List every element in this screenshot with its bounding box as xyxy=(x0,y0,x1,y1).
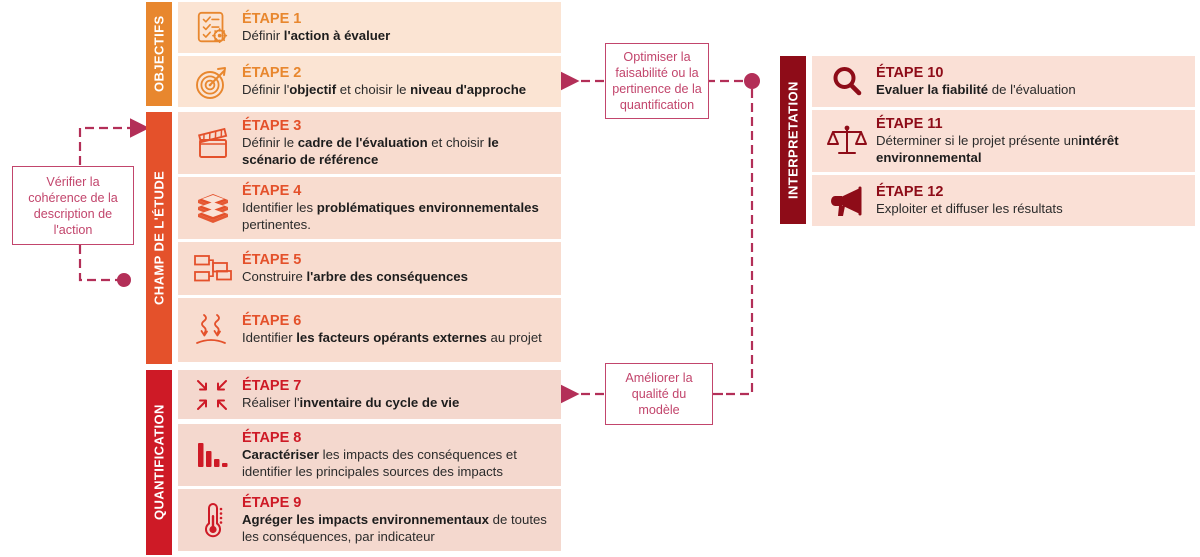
step-text: ÉTAPE 11 Déterminer si le projet présent… xyxy=(874,116,1185,166)
callout-coherence[interactable]: Vérifier la cohérence de la description … xyxy=(12,166,134,245)
step-text: ÉTAPE 1 Définir l'action à évaluer xyxy=(240,11,551,45)
step-card-12[interactable]: ÉTAPE 12 Exploiter et diffuser les résul… xyxy=(812,175,1195,226)
callout-optimiser-text: Optimiser la faisabilité ou la pertinenc… xyxy=(612,50,702,112)
scales-balance-icon xyxy=(820,114,874,168)
step-description: Caractériser les impacts des conséquence… xyxy=(242,447,517,479)
phase-band-interpretation-label: INTERPRETATION xyxy=(785,81,801,199)
thermometer-icon xyxy=(186,493,240,547)
magnifier-icon xyxy=(820,60,874,103)
step-card-5[interactable]: ÉTAPE 5 Construire l'arbre des conséquen… xyxy=(178,242,561,295)
step-card-1[interactable]: ÉTAPE 1 Définir l'action à évaluer xyxy=(178,2,561,53)
step-card-9[interactable]: ÉTAPE 9 Agréger les impacts environnemen… xyxy=(178,489,561,551)
step-number: ÉTAPE 10 xyxy=(876,64,944,81)
phase-band-champ-de-letude: CHAMP DE L'ÉTUDE xyxy=(146,112,172,364)
step-card-4[interactable]: ÉTAPE 4 Identifier les problématiques en… xyxy=(178,177,561,239)
phase-band-interpretation: INTERPRETATION xyxy=(780,56,806,224)
step-number: ÉTAPE 6 xyxy=(242,313,302,330)
step-card-6[interactable]: ÉTAPE 6 Identifier les facteurs opérants… xyxy=(178,298,561,362)
step-card-11[interactable]: ÉTAPE 11 Déterminer si le projet présent… xyxy=(812,110,1195,172)
target-arrow-icon xyxy=(186,60,240,103)
step-text: ÉTAPE 12 Exploiter et diffuser les résul… xyxy=(874,184,1185,218)
step-description: Identifier les problématiques environnem… xyxy=(242,200,539,232)
megaphone-icon xyxy=(820,179,874,222)
callout-ameliorer-text: Améliorer la qualité du modèle xyxy=(625,371,693,417)
step-number: ÉTAPE 3 xyxy=(242,118,302,134)
phase-band-objectifs-label: OBJECTIFS xyxy=(151,15,167,93)
step-number: ÉTAPE 11 xyxy=(876,116,943,132)
phase-band-quantification: QUANTIFICATION xyxy=(146,370,172,555)
converging-arrows-icon xyxy=(186,374,240,415)
step-description: Définir le cadre de l'évaluation et choi… xyxy=(242,135,499,167)
step-description: Agréger les impacts environnementaux de … xyxy=(242,512,547,544)
step-description: Exploiter et diffuser les résultats xyxy=(876,200,1063,216)
step-text: ÉTAPE 10 Evaluer la fiabilité de l'évalu… xyxy=(874,65,1185,99)
book-stack-icon xyxy=(186,181,240,235)
phase-band-champ-label: CHAMP DE L'ÉTUDE xyxy=(151,170,167,306)
checklist-gear-icon xyxy=(186,6,240,49)
step-text: ÉTAPE 3 Définir le cadre de l'évaluation… xyxy=(240,118,551,168)
step-number: ÉTAPE 2 xyxy=(242,64,302,81)
step-number: ÉTAPE 7 xyxy=(242,377,302,394)
step-description: Déterminer si le projet présente unintér… xyxy=(876,133,1119,165)
step-text: ÉTAPE 2 Définir l'objectif et choisir le… xyxy=(240,65,551,99)
org-chart-icon xyxy=(186,246,240,291)
step-description: Construire l'arbre des conséquences xyxy=(242,268,468,284)
step-description: Identifier les facteurs opérants externe… xyxy=(242,330,542,346)
bar-chart-icon xyxy=(186,428,240,482)
external-factors-arrows-icon xyxy=(186,302,240,358)
step-number: ÉTAPE 8 xyxy=(242,430,302,446)
callout-coherence-text: Vérifier la cohérence de la description … xyxy=(28,174,118,237)
step-card-3[interactable]: ÉTAPE 3 Définir le cadre de l'évaluation… xyxy=(178,112,561,174)
wire-optimiser xyxy=(559,71,760,396)
step-card-10[interactable]: ÉTAPE 10 Evaluer la fiabilité de l'évalu… xyxy=(812,56,1195,107)
step-card-8[interactable]: ÉTAPE 8 Caractériser les impacts des con… xyxy=(178,424,561,486)
clapperboard-icon xyxy=(186,116,240,170)
step-card-2[interactable]: ÉTAPE 2 Définir l'objectif et choisir le… xyxy=(178,56,561,107)
step-description: Réaliser l'inventaire du cycle de vie xyxy=(242,394,460,410)
step-number: ÉTAPE 1 xyxy=(242,10,302,27)
step-number: ÉTAPE 9 xyxy=(242,495,302,511)
phase-band-quantification-label: QUANTIFICATION xyxy=(151,404,167,521)
step-description: Définir l'action à évaluer xyxy=(242,27,391,43)
step-description: Définir l'objectif et choisir le niveau … xyxy=(242,81,527,97)
step-card-7[interactable]: ÉTAPE 7 Réaliser l'inventaire du cycle d… xyxy=(178,370,561,419)
step-text: ÉTAPE 5 Construire l'arbre des conséquen… xyxy=(240,252,551,286)
step-number: ÉTAPE 5 xyxy=(242,251,302,268)
step-text: ÉTAPE 7 Réaliser l'inventaire du cycle d… xyxy=(240,378,551,412)
phase-band-objectifs: OBJECTIFS xyxy=(146,2,172,106)
step-text: ÉTAPE 6 Identifier les facteurs opérants… xyxy=(240,313,551,347)
callout-optimiser[interactable]: Optimiser la faisabilité ou la pertinenc… xyxy=(605,43,709,119)
step-text: ÉTAPE 8 Caractériser les impacts des con… xyxy=(240,430,551,480)
step-text: ÉTAPE 4 Identifier les problématiques en… xyxy=(240,183,551,233)
step-text: ÉTAPE 9 Agréger les impacts environnemen… xyxy=(240,495,551,545)
step-number: ÉTAPE 4 xyxy=(242,183,302,199)
step-number: ÉTAPE 12 xyxy=(876,183,944,200)
step-description: Evaluer la fiabilité de l'évaluation xyxy=(876,81,1076,97)
callout-ameliorer[interactable]: Améliorer la qualité du modèle xyxy=(605,363,713,425)
